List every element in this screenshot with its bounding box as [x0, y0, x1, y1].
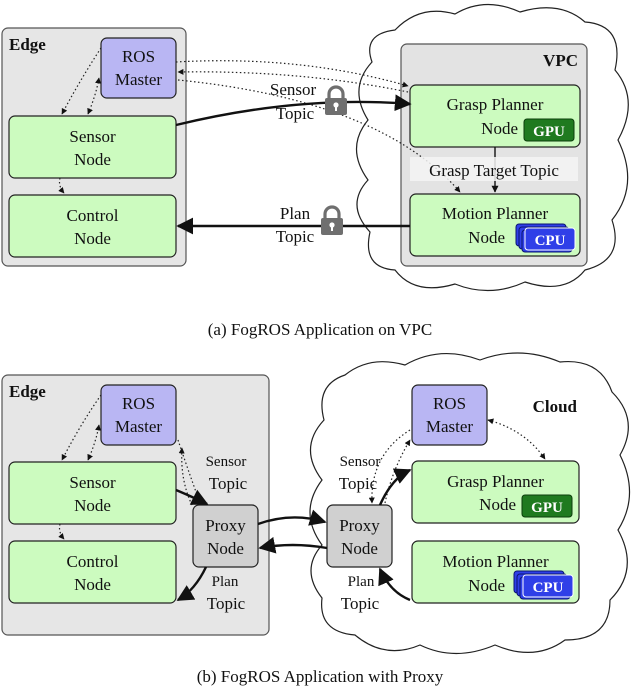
- proxy-node-cloud: [326, 504, 393, 568]
- control-node-label-b: Control: [67, 552, 119, 571]
- sensor-node-label-b: Sensor: [69, 473, 116, 492]
- motion-to-proxy-cloud-arrow: [378, 567, 411, 602]
- plan-topic-label-a: Plan: [280, 204, 311, 223]
- gpu-badge-b: [521, 494, 573, 518]
- dotted-sensor-control-a: [58, 177, 65, 194]
- ros-master-label-a-2: Master: [115, 70, 163, 89]
- sensor-topic-label-b-edge-2: Topic: [209, 474, 248, 493]
- sensor-node-label-a-2: Node: [74, 150, 111, 169]
- sensor-topic-label-a-2: Topic: [276, 104, 315, 123]
- grasp-planner-label-a: Grasp Planner: [447, 95, 544, 114]
- plan-topic-label-b-cloud: Plan: [348, 574, 375, 590]
- proxy-edge-label-2: Node: [207, 539, 244, 558]
- gpu-badge-label-a: GPU: [533, 124, 565, 140]
- edge-label-a: Edge: [9, 35, 46, 54]
- cpu-stack-badge-a: [515, 223, 576, 253]
- dotted-master-grasp-a: [175, 60, 409, 88]
- ros-master-cloud-label-2: Master: [426, 417, 474, 436]
- cpu-badge-label-b: CPU: [533, 580, 564, 596]
- ros-master-label-a: ROS: [122, 47, 155, 66]
- control-node-label-a-2: Node: [74, 229, 111, 248]
- dotted-master-motion-a: [177, 79, 461, 193]
- sensor-topic-label-a: Sensor: [270, 80, 317, 99]
- lock-icon: [325, 85, 347, 115]
- control-node-b: [8, 540, 177, 604]
- ros-master-node-cloud: [411, 384, 488, 446]
- control-node-label-b-2: Node: [74, 575, 111, 594]
- panel-a: Edge VPC ROS Master Sensor Node Control …: [1, 3, 629, 339]
- plan-topic-label-a-2: Topic: [276, 227, 315, 246]
- sensor-topic-label-b-cloud-2: Topic: [339, 474, 378, 493]
- grasp-target-topic-label: Grasp Target Topic: [429, 161, 559, 180]
- gpu-badge-label-b: GPU: [531, 500, 563, 516]
- plan-topic-label-b-edge: Plan: [212, 574, 239, 590]
- dotted-master-grasp-b: [487, 418, 546, 460]
- dotted-master-proxy-cloud: [368, 429, 411, 504]
- control-node-label-a: Control: [67, 206, 119, 225]
- caption-a: (a) FogROS Application on VPC: [208, 320, 432, 339]
- proxy-cloud-label: Proxy: [339, 516, 380, 535]
- panel-b: Edge Cloud ROS Master Sensor Node Contro…: [1, 352, 631, 686]
- grasp-planner-label-b: Grasp Planner: [447, 472, 544, 491]
- caption-b: (b) FogROS Application with Proxy: [197, 667, 444, 686]
- motion-planner-label-a-2: Node: [468, 228, 505, 247]
- cpu-stack-badge-b: [513, 570, 574, 600]
- proxy-edge-to-cloud-arrow: [257, 509, 327, 526]
- proxy-edge-label: Proxy: [205, 516, 246, 535]
- motion-planner-label-b-2: Node: [468, 576, 505, 595]
- grasp-planner-label-a-2: Node: [481, 119, 518, 138]
- ros-master-edge-label: ROS: [122, 394, 155, 413]
- ros-master-edge-label-2: Master: [115, 417, 163, 436]
- dotted-grasp-master-a: [177, 68, 409, 93]
- cpu-badge-label-a: CPU: [535, 233, 566, 249]
- edge-label-b: Edge: [9, 382, 46, 401]
- gpu-badge-a: [523, 118, 575, 142]
- grasp-planner-label-b-2: Node: [479, 495, 516, 514]
- proxy-node-edge: [192, 504, 259, 568]
- motion-planner-label-a: Motion Planner: [442, 204, 549, 223]
- dotted-master-sensor-b: [61, 394, 102, 461]
- vpc-label: VPC: [543, 51, 578, 70]
- sensor-node-label-a: Sensor: [69, 127, 116, 146]
- ros-master-node-edge: [100, 384, 177, 446]
- cloud-label: Cloud: [533, 397, 578, 416]
- ros-master-cloud-label: ROS: [433, 394, 466, 413]
- sensor-node-a: [8, 115, 177, 179]
- dotted-sensor-control-b: [58, 523, 65, 540]
- sensor-node-label-b-2: Node: [74, 496, 111, 515]
- proxy-edge-to-control-arrow: [176, 566, 208, 602]
- ros-master-node-a: [100, 37, 177, 99]
- sensor-node-b: [8, 461, 177, 525]
- proxy-cloud-to-edge-arrow: [258, 536, 328, 554]
- control-node-a: [8, 194, 177, 258]
- lock-icon: [321, 205, 343, 235]
- motion-planner-label-b: Motion Planner: [442, 552, 549, 571]
- plan-topic-label-b-edge-2: Topic: [207, 594, 246, 613]
- proxy-cloud-to-grasp-arrow: [378, 468, 412, 506]
- grasp-target-bg: [410, 157, 578, 181]
- sensor-topic-arrow-a: [175, 94, 412, 127]
- plan-topic-label-b-cloud-2: Topic: [341, 594, 380, 613]
- sensor-to-proxy-edge-arrow: [175, 488, 209, 506]
- sensor-topic-label-b-cloud: Sensor: [340, 454, 381, 470]
- sensor-topic-label-b-edge: Sensor: [206, 454, 247, 470]
- proxy-cloud-label-2: Node: [341, 539, 378, 558]
